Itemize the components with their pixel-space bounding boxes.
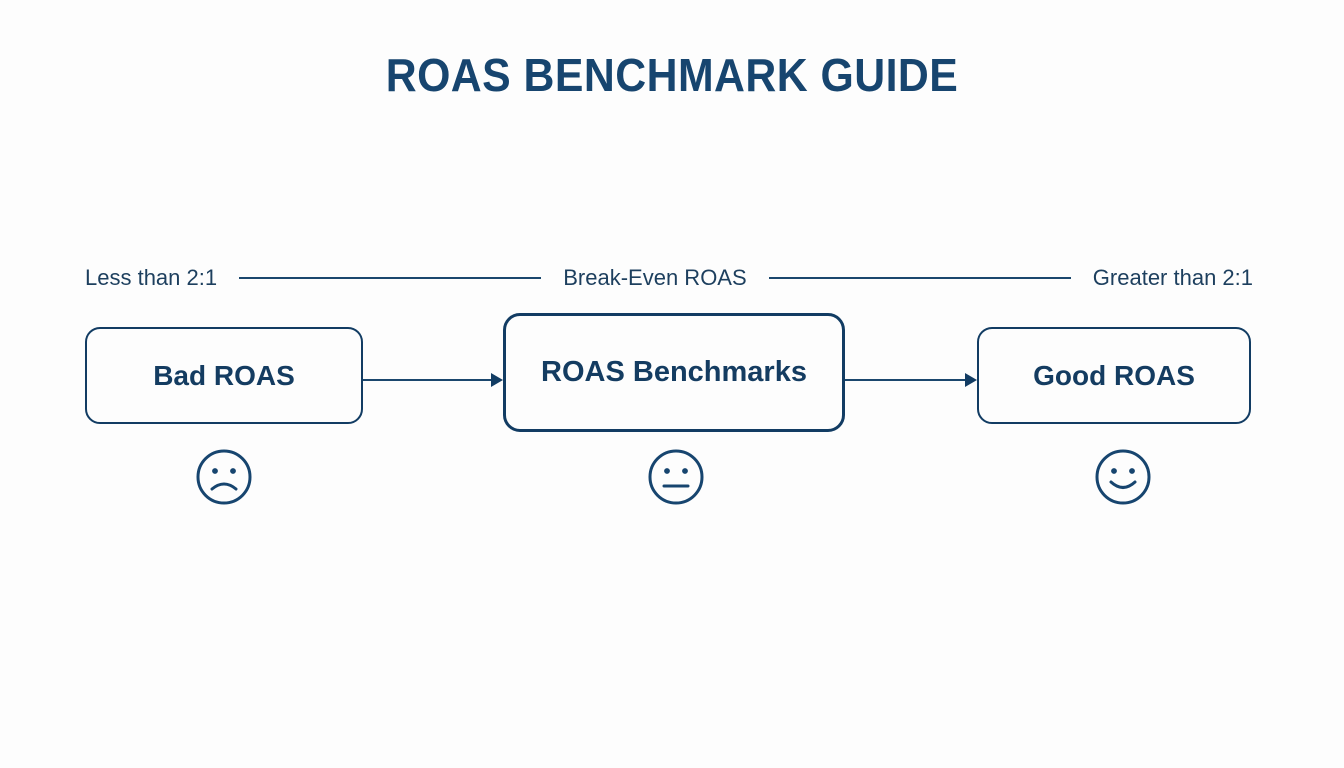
arrow-line (845, 379, 965, 381)
happy-face-icon (1092, 446, 1154, 508)
arrow-line (363, 379, 491, 381)
label-greater-than: Greater than 2:1 (1092, 265, 1254, 290)
page-title: ROAS BENCHMARK GUIDE (385, 49, 959, 101)
node-good-roas[interactable]: Good ROAS (977, 327, 1251, 424)
label-less-than: Less than 2:1 (85, 265, 218, 290)
threshold-label-row: Less than 2:1 Break-Even ROAS Greater th… (85, 262, 1253, 294)
arrow-head-icon (491, 373, 503, 387)
arrow-head-icon (965, 373, 977, 387)
sad-face-icon (193, 446, 255, 508)
node-bad-roas[interactable]: Bad ROAS (85, 327, 363, 424)
connector-line-left (239, 277, 542, 279)
arrow-benchmarks-to-good (845, 373, 977, 387)
label-break-even: Break-Even ROAS (563, 265, 747, 290)
connector-line-right (768, 277, 1071, 279)
node-roas-benchmarks[interactable]: ROAS Benchmarks (503, 313, 845, 432)
arrow-bad-to-benchmarks (363, 373, 503, 387)
neutral-face-icon (645, 446, 707, 508)
